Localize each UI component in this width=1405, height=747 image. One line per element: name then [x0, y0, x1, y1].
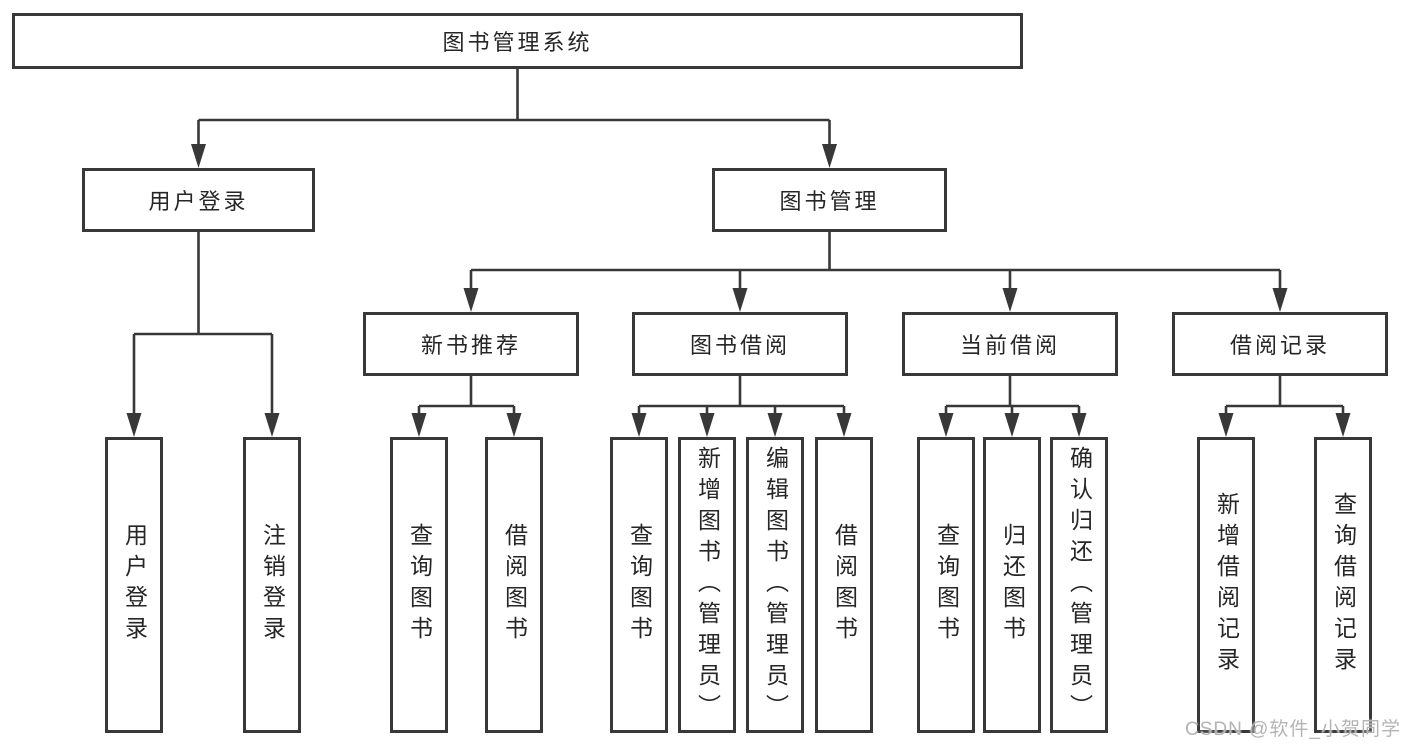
node-label: 新增借阅记录 [1213, 492, 1240, 678]
arrowhead-icon [1218, 413, 1234, 437]
node-records1: 新增借阅记录 [1197, 437, 1255, 733]
node-login: 用户登录 [82, 168, 315, 232]
arrowhead-icon [1071, 413, 1087, 437]
node-label: 归还图书 [999, 523, 1026, 647]
node-borrow3: 编辑图书（管理员） [746, 437, 804, 733]
node-root: 图书管理系统 [12, 13, 1023, 69]
node-label: 当前借阅 [959, 333, 1060, 358]
node-rec2: 借阅图书 [485, 437, 543, 733]
edge-group-current [938, 376, 1087, 437]
node-label: 注销登录 [259, 523, 286, 647]
node-current3: 确认归还（管理员） [1050, 437, 1108, 733]
edge-group-borrow [631, 376, 852, 437]
edge-group-login [126, 232, 280, 437]
node-login1: 用户登录 [105, 437, 163, 733]
node-label: 查询图书 [406, 523, 433, 647]
node-label: 查询借阅记录 [1330, 492, 1357, 678]
node-label: 用户登录 [148, 189, 249, 214]
node-current1: 查询图书 [917, 437, 975, 733]
node-label: 借阅图书 [831, 523, 858, 647]
node-borrow2: 新增图书（管理员） [678, 437, 736, 733]
node-label: 用户登录 [121, 523, 148, 647]
arrowhead-icon [938, 413, 954, 437]
arrowhead-icon [699, 413, 715, 437]
arrowhead-icon [1272, 288, 1288, 312]
node-current: 当前借阅 [902, 312, 1118, 376]
node-label: 图书管理 [779, 189, 880, 214]
node-current2: 归还图书 [983, 437, 1041, 733]
edge-group-rec [411, 376, 522, 437]
arrowhead-icon [1335, 413, 1351, 437]
arrowhead-icon [463, 288, 479, 312]
node-rec1: 查询图书 [390, 437, 448, 733]
node-records2: 查询借阅记录 [1314, 437, 1372, 733]
node-label: 确认归还（管理员） [1066, 445, 1093, 725]
node-label: 编辑图书（管理员） [762, 445, 789, 725]
arrowhead-icon [767, 413, 783, 437]
arrowhead-icon [126, 413, 142, 437]
arrowhead-icon [822, 144, 837, 168]
node-label: 图书管理系统 [442, 30, 593, 55]
edge-group-mgmt [463, 232, 1288, 312]
node-label: 图书借阅 [689, 333, 790, 358]
node-borrow: 图书借阅 [632, 312, 848, 376]
node-borrow1: 查询图书 [610, 437, 668, 733]
node-label: 新增图书（管理员） [694, 445, 721, 725]
arrowhead-icon [411, 413, 427, 437]
arrowhead-icon [732, 288, 748, 312]
edge-group-root [191, 69, 837, 168]
arrowhead-icon [191, 144, 206, 168]
node-rec: 新书推荐 [363, 312, 579, 376]
node-mgmt: 图书管理 [712, 168, 947, 232]
arrowhead-icon [506, 413, 522, 437]
node-login2: 注销登录 [243, 437, 301, 733]
node-records: 借阅记录 [1172, 312, 1388, 376]
arrowhead-icon [1004, 413, 1020, 437]
watermark: CSDN @软件_小贺同学 [1185, 719, 1401, 740]
node-label: 借阅图书 [501, 523, 528, 647]
edge-group-records [1218, 376, 1351, 437]
arrowhead-icon [264, 413, 280, 437]
arrowhead-icon [1002, 288, 1018, 312]
arrowhead-icon [836, 413, 852, 437]
node-label: 借阅记录 [1229, 333, 1330, 358]
node-label: 查询图书 [933, 523, 960, 647]
node-label: 查询图书 [626, 523, 653, 647]
node-label: 新书推荐 [420, 333, 521, 358]
node-borrow4: 借阅图书 [815, 437, 873, 733]
arrowhead-icon [631, 413, 647, 437]
